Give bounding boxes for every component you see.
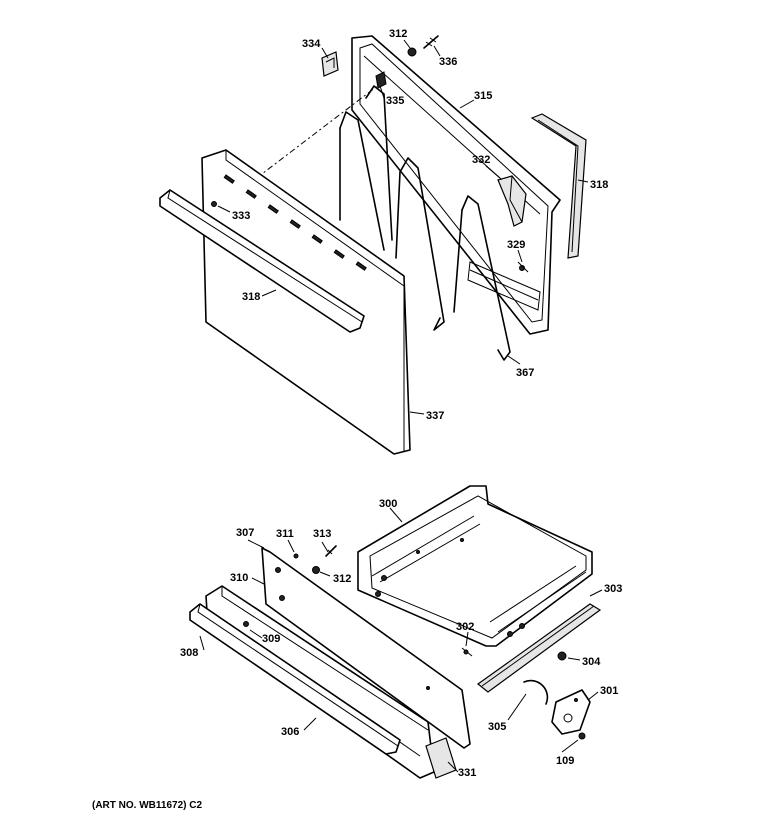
label-313: 313 xyxy=(313,528,331,540)
leader-lines xyxy=(199,39,603,773)
label-315: 315 xyxy=(474,90,492,102)
label-303: 303 xyxy=(604,583,622,595)
label-305: 305 xyxy=(488,721,506,733)
label-309: 309 xyxy=(262,633,280,645)
label-332: 332 xyxy=(472,154,490,166)
clip-335 xyxy=(375,71,387,89)
door-side-gasket xyxy=(530,113,587,259)
drawer-holes xyxy=(375,538,525,637)
label-306: 306 xyxy=(281,726,299,738)
door-wire-frames xyxy=(339,85,511,361)
label-300: 300 xyxy=(379,498,397,510)
label-311: 311 xyxy=(276,528,294,540)
screw-312-upper xyxy=(407,47,417,57)
label-318-left: 318 xyxy=(242,291,260,303)
label-318-right: 318 xyxy=(590,179,608,191)
label-301: 301 xyxy=(600,685,618,697)
label-310: 310 xyxy=(230,572,248,584)
drawer-rail xyxy=(477,603,602,693)
label-334: 334 xyxy=(302,38,321,50)
label-333: 333 xyxy=(232,210,250,222)
label-307: 307 xyxy=(236,527,254,539)
label-337: 337 xyxy=(426,410,444,422)
screw-333 xyxy=(211,201,217,207)
label-302: 302 xyxy=(456,621,474,633)
screw-311 xyxy=(293,553,299,559)
label-336: 336 xyxy=(439,56,457,68)
art-number: (ART NO. WB11672) C2 xyxy=(92,800,202,811)
label-331: 331 xyxy=(458,767,476,779)
screw-313 xyxy=(325,545,337,557)
drawer-body xyxy=(357,485,593,647)
screw-302 xyxy=(461,647,473,657)
door-handle xyxy=(159,189,365,333)
label-312-upper: 312 xyxy=(389,28,407,40)
label-367: 367 xyxy=(516,367,534,379)
door-inner-panel xyxy=(351,35,561,335)
label-109: 109 xyxy=(556,755,574,767)
screw-109 xyxy=(578,732,586,740)
label-304: 304 xyxy=(582,656,601,668)
nut-304 xyxy=(557,651,567,661)
bracket-332 xyxy=(497,175,527,227)
label-335: 335 xyxy=(386,95,404,107)
label-312-lower: 312 xyxy=(333,573,351,585)
label-308: 308 xyxy=(180,647,198,659)
label-329: 329 xyxy=(507,239,525,251)
door-vent-slots xyxy=(223,174,367,271)
hinge-bracket-334 xyxy=(321,51,339,77)
clip-305 xyxy=(523,679,549,705)
bracket-301 xyxy=(551,689,591,735)
screw-312-lower xyxy=(312,566,320,574)
drawer-handle xyxy=(189,603,401,755)
screw-329 xyxy=(517,261,529,273)
screw-336 xyxy=(423,35,439,49)
